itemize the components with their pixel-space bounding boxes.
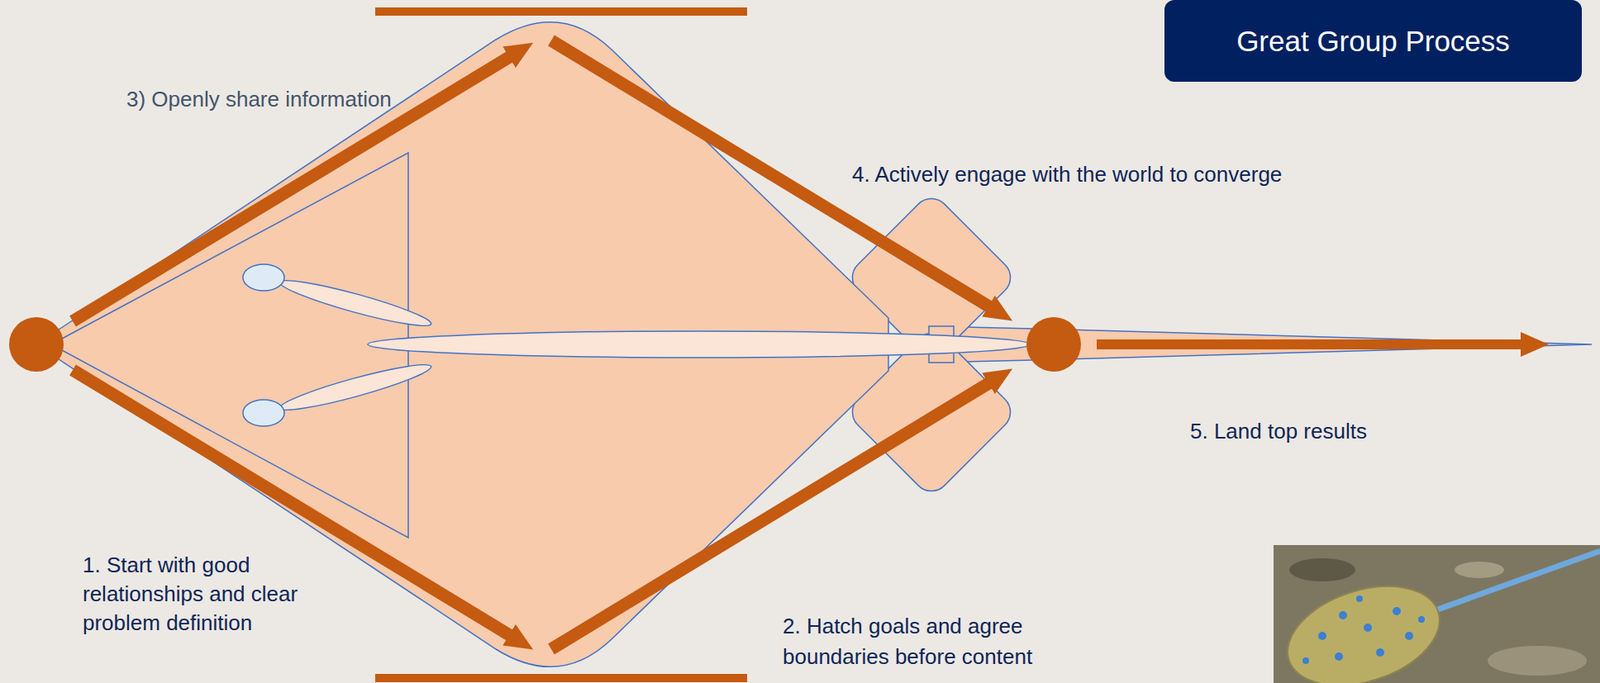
converge-dot [1026,317,1081,372]
step-label: 5. Land top results [1190,418,1554,445]
step-label: 3) Openly share information [126,85,474,113]
ray-head [51,152,409,539]
step-label: 1. Start with good relationships and cle… [82,551,356,639]
title-box: Great Group Process [1164,0,1582,82]
ray-eye-stalk [276,273,434,334]
step-label: 2. Hatch goals and agree boundaries befo… [782,611,1097,673]
step-label: 4. Actively engage with the world to con… [852,161,1448,188]
photo-rock [1487,646,1587,677]
process-arrow [1096,339,1533,350]
process-arrow [551,377,999,650]
boundary-bar [375,7,748,16]
ray-eye [242,264,285,291]
start-dot [9,317,64,372]
photo-ray-body [1275,568,1453,683]
ray-eye [242,400,285,427]
ray-spine [367,331,1031,358]
photo-rock [1454,561,1505,579]
process-arrow [72,370,520,642]
stingray-photo [1273,545,1600,683]
ray-eye-stalk [276,357,434,418]
boundary-bar [375,674,748,683]
photo-ray-spots [1302,595,1425,665]
photo-ray-tail [1421,552,1599,616]
photo-rock [1289,558,1356,582]
process-arrow [72,51,520,322]
title-text: Great Group Process [1236,24,1510,58]
